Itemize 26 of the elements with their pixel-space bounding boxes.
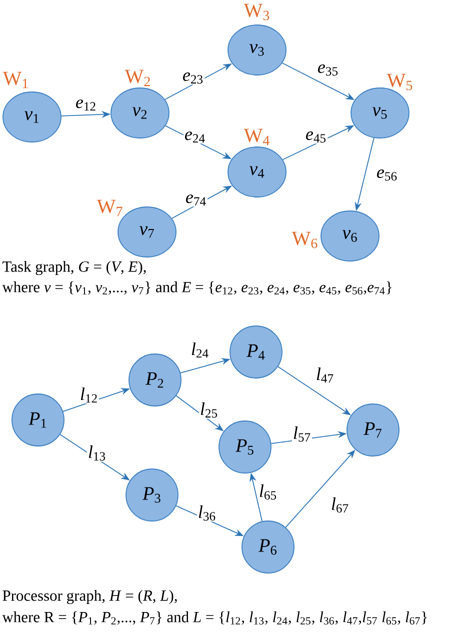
weight-label: W$_{5}$ [386,74,412,90]
edge-label: l$_{24}$ [190,341,210,359]
weight-label: W$_{2}$ [124,70,150,86]
edge-label: l$_{67}$ [330,496,350,514]
edge-label: e$_{74}$ [184,193,208,207]
weight-label: W$_{4}$ [244,128,270,146]
edge-label: e$_{45}$ [304,130,328,144]
edge-label: l$_{57}$ [292,425,312,443]
edge-label: l$_{36}$ [196,504,218,522]
edge-label: e$_{35}$ [316,63,340,77]
weight-label: W$_{3}$ [244,4,270,20]
edge-label: l$_{13}$ [86,444,108,462]
edge-label: l$_{47}$ [314,366,336,384]
weight-label: W$_{1}$ [2,72,28,88]
edge-label: e$_{24}$ [183,130,207,144]
edge-label: l$_{65}$ [258,483,278,501]
edge-label: e$_{12}$ [74,98,98,112]
edge-label: e$_{56}$ [375,168,399,182]
edge-label: l$_{12}$ [78,386,100,404]
weight-label: W$_{6}$ [292,232,318,248]
edge-label: e$_{23}$ [181,71,205,85]
edge-label: l$_{25}$ [198,401,220,419]
caption-text: where R = {P$_{1}$, P$_{2}$,..., P$_{7}$} and L = {l$_{12}$, l$_{13}$, l$_{24}$, l$_{25}$, l$_{36}$, l$_{47}$,l$_{57}$ l$_{65}$, l$_{67}$} [2,611,427,625]
caption-text: Task graph, G = (V, E), [2,260,146,276]
caption-text: Processor graph, H = (R, L), [2,590,177,604]
caption-text: where v = {v$_{1}$, v$_{2}$,..., v$_{7}$} and E = {e$_{12}$, e$_{23}$, e$_{24}$, e$_{35}$, e$_{45}$, e$_{56}$,e$_{74}$} [2,281,392,295]
